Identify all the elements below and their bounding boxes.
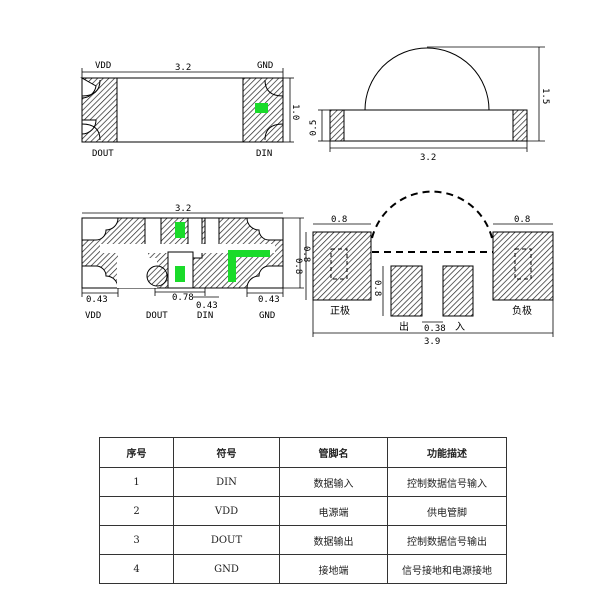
pad-left-width-dim: 0.8	[331, 215, 347, 225]
pad-layout-lens-outline	[371, 190, 493, 239]
cell-pin-name: 电源端	[279, 496, 388, 526]
pad-layout-view: 0.8 0.8 0.8 0.8 0.38 3.9 正极 负极 出 入	[293, 190, 554, 347]
cell-symbol: DOUT	[173, 525, 280, 555]
bottom-pin-vdd: VDD	[85, 311, 101, 321]
side-base-dim: 0.5	[309, 120, 319, 136]
bottom-view: 3.2 0.8 0.43 0.78 0.43 0.43 VDD DOUT DIN…	[81, 204, 311, 321]
cell-function: 控制数据信号输出	[387, 525, 507, 555]
bottom-pin-gnd: GND	[259, 311, 275, 321]
header-function: 功能描述	[387, 437, 507, 468]
top-view: 3.2 1.0 VDD GND DOUT DIN	[80, 61, 300, 159]
bottom-pad-mid-dim: 0.43	[196, 301, 218, 311]
header-no: 序号	[99, 437, 174, 468]
cell-no: 3	[99, 525, 174, 555]
bottom-led-chip-1	[175, 222, 185, 238]
table-row: 3 DOUT 数据输出 控制数据信号输出	[99, 525, 507, 555]
pad-height-dim: 0.8	[293, 258, 303, 274]
table-header-row: 序号 符号 管脚名 功能描述	[99, 437, 507, 468]
header-symbol: 符号	[173, 437, 280, 468]
cell-symbol: DIN	[173, 467, 280, 497]
bottom-gap-dim: 0.78	[172, 293, 194, 303]
table-row: 1 DIN 数据输入 控制数据信号输入	[99, 467, 507, 497]
pad-in	[442, 265, 474, 317]
pad-label-in: 入	[455, 322, 465, 333]
pin-function-table: 序号 符号 管脚名 功能描述 1 DIN 数据输入 控制数据信号输入 2 VDD…	[99, 437, 507, 584]
bottom-led-chip-3	[228, 250, 270, 282]
cell-function: 控制数据信号输入	[387, 467, 507, 497]
cell-no: 1	[99, 467, 174, 497]
top-view-left-terminal	[80, 77, 118, 143]
cell-pin-name: 数据输入	[279, 467, 388, 497]
bottom-width-dim: 3.2	[175, 204, 191, 214]
side-view-base	[329, 109, 528, 142]
bottom-pin-dout: DOUT	[146, 311, 168, 321]
side-height-dim: 1.5	[540, 88, 550, 104]
cell-function: 信号接地和电源接地	[387, 554, 507, 584]
side-width-dim: 3.2	[420, 153, 436, 163]
cell-pin-name: 接地端	[279, 554, 388, 584]
cell-symbol: GND	[173, 554, 280, 584]
side-view-lens	[364, 47, 490, 111]
table-row: 4 GND 接地端 信号接地和电源接地	[99, 554, 507, 584]
top-pin-din: DIN	[256, 149, 272, 159]
cell-function: 供电管脚	[387, 496, 507, 526]
bottom-pin-din: DIN	[197, 311, 213, 321]
cell-no: 2	[99, 496, 174, 526]
pad-inner-height-dim: 0.8	[372, 280, 382, 296]
pad-total-width-dim: 3.9	[424, 337, 440, 347]
top-view-led-chip	[255, 103, 268, 113]
header-pin-name: 管脚名	[279, 437, 388, 468]
side-view: 1.5 0.5 3.2	[309, 46, 550, 163]
top-pin-vdd: VDD	[95, 61, 111, 71]
side-view-right-terminal	[512, 109, 528, 142]
side-view-left-terminal	[329, 109, 345, 142]
bottom-pad-right-dim: 0.43	[258, 295, 280, 305]
cell-pin-name: 数据输出	[279, 525, 388, 555]
pad-label-out: 出	[399, 320, 409, 333]
pad-negative	[492, 231, 554, 301]
table-row: 2 VDD 电源端 供电管脚	[99, 496, 507, 526]
pad-out	[390, 265, 423, 317]
top-width-dim: 3.2	[175, 63, 191, 73]
pad-right-width-dim: 0.8	[514, 215, 530, 225]
pad-label-negative: 负极	[512, 304, 532, 317]
bottom-pad-left-dim: 0.43	[86, 295, 108, 305]
bottom-led-chip-2	[175, 266, 185, 282]
top-height-dim: 1.0	[290, 104, 300, 120]
cell-symbol: VDD	[173, 496, 280, 526]
pad-label-positive: 正极	[330, 304, 350, 317]
pad-gap-dim: 0.38	[424, 324, 446, 334]
cell-no: 4	[99, 554, 174, 584]
pad-positive	[312, 231, 372, 301]
top-pin-gnd: GND	[257, 61, 273, 71]
top-pin-dout: DOUT	[92, 149, 114, 159]
